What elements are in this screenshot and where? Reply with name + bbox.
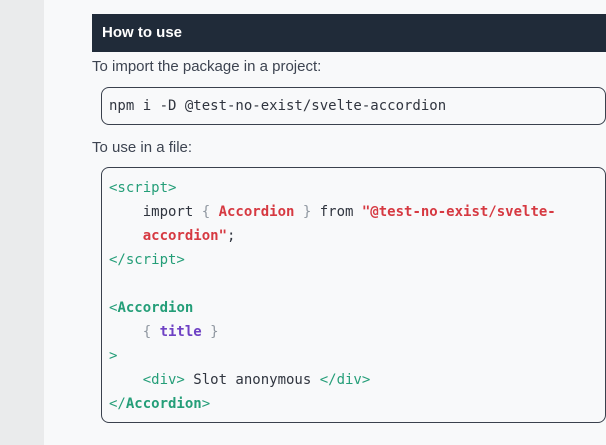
code-line: > [109, 348, 118, 364]
docs-content-panel: How to use To import the package in a pr… [44, 0, 606, 445]
accordion-header-title: How to use [102, 24, 183, 41]
intro-text: To import the package in a project: [92, 58, 322, 75]
code-line [109, 272, 598, 296]
usage-intro-text: To use in a file: [92, 139, 193, 156]
code-line: { title } [109, 324, 219, 340]
usage-code-block: <script> import { Accordion } from "@tes… [101, 167, 606, 423]
install-command: npm i -D @test-no-exist/svelte-accordion [109, 98, 447, 114]
code-line: import { Accordion } from "@test-no-exis… [109, 204, 556, 220]
code-line: <div> Slot anonymous </div> [109, 372, 371, 388]
accordion-header-how-to-use[interactable]: How to use [92, 14, 606, 52]
code-line: </script> [109, 252, 185, 268]
code-line: </Accordion> [109, 396, 211, 412]
code-line: <script> [109, 180, 177, 196]
install-code-block: npm i -D @test-no-exist/svelte-accordion [101, 87, 606, 125]
usage-code-lines: <script> import { Accordion } from "@tes… [109, 176, 598, 416]
code-line: accordion"; [109, 228, 236, 244]
code-line: <Accordion [109, 300, 194, 316]
